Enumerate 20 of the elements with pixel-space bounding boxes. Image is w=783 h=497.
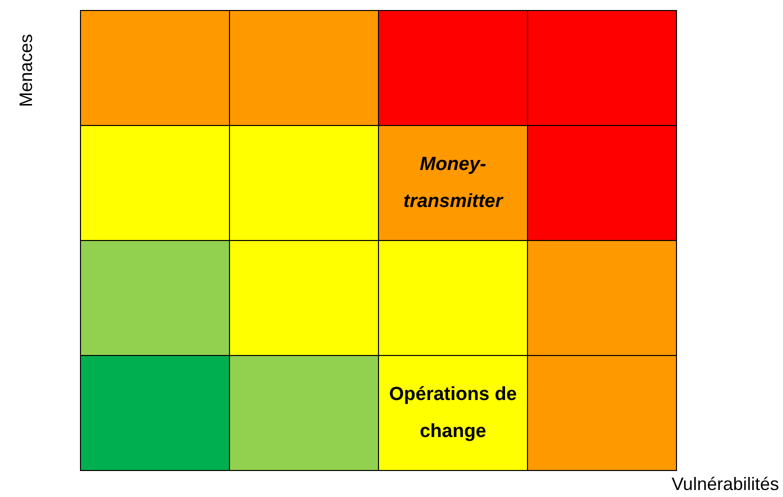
risk-cell [378,240,528,356]
x-axis-label: Vulnérabilités [672,474,779,495]
cell-label: Money-transmitter [402,153,504,214]
risk-cell [527,125,677,241]
risk-cell [80,355,230,471]
risk-cell [229,240,379,356]
cell-label: Opérations de change [388,383,518,444]
risk-cell [378,125,528,241]
risk-cell [80,240,230,356]
risk-cell [378,10,528,126]
risk-cell [80,10,230,126]
risk-cell [229,10,379,126]
risk-cell [229,355,379,471]
risk-cell [527,240,677,356]
risk-cell [229,125,379,241]
risk-cell [527,355,677,471]
risk-cell [378,355,528,471]
y-axis-label: Menaces [16,34,38,108]
risk-cell [527,10,677,126]
risk-cell [80,125,230,241]
